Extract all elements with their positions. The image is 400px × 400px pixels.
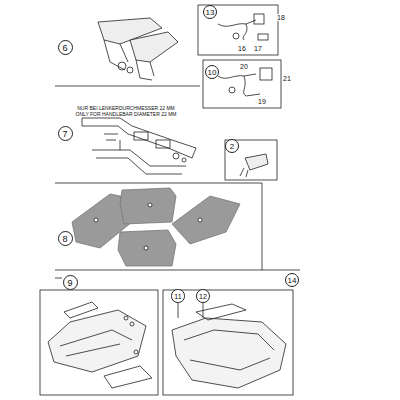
callout-number: 2 [225, 139, 239, 153]
callout-number: 21 [282, 75, 292, 82]
callout-number: 9 [63, 275, 78, 290]
callout-number: 12 [196, 289, 210, 303]
callout-number: 16 [237, 45, 247, 52]
callout-number: 11 [171, 289, 184, 302]
callout-number: 6 [58, 40, 73, 55]
callout-number: 17 [253, 45, 263, 52]
callout-number: 14 [285, 273, 300, 288]
note-text: ONLY FOR HANDLEBAR DIAMETER 22 MM [75, 112, 178, 117]
callout-number: 10 [205, 65, 220, 80]
callout-number: 13 [203, 5, 218, 20]
note-text: NUR BEI LENKERDURCHMESSER 22 MM [76, 106, 176, 111]
callout-number: 19 [257, 98, 267, 105]
callout-number: 20 [239, 63, 249, 70]
callout-number: 18 [276, 14, 286, 21]
callout-number: 8 [58, 231, 73, 246]
callout-number: 7 [58, 126, 73, 141]
